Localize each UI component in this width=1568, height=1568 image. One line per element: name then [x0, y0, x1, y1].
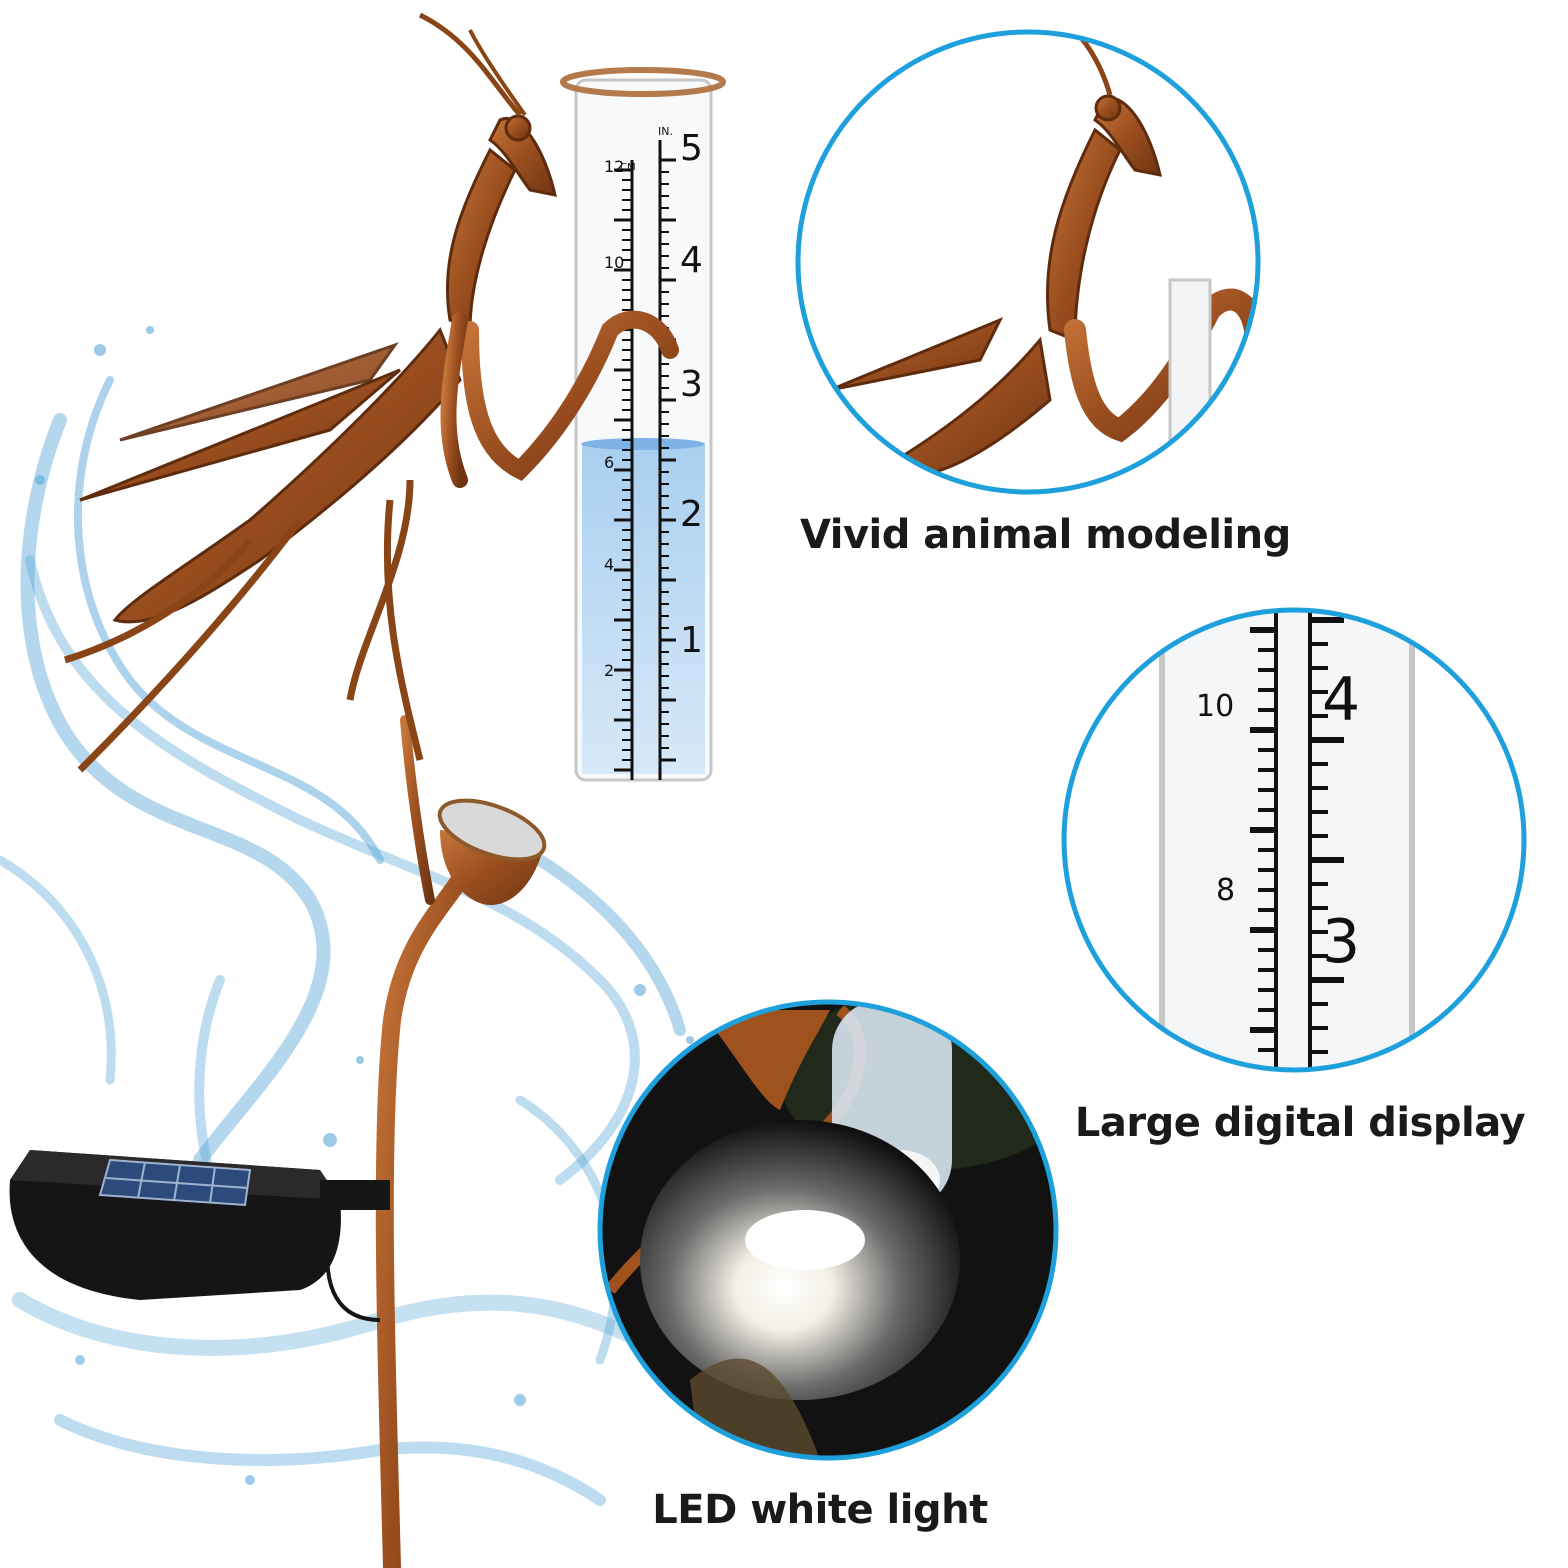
zoom-cm-label-8: 8 — [1216, 873, 1235, 908]
solar-panel — [9, 1150, 390, 1322]
cm-label-4: 4 — [604, 555, 614, 574]
caption-animal-modeling: Vivid animal modeling — [800, 512, 1291, 558]
garden-stake — [375, 851, 479, 1568]
zoom-inch-label-3: 3 — [1322, 907, 1360, 977]
cm-label-2: 2 — [604, 661, 614, 680]
caption-digital-display: Large digital display — [1074, 1100, 1526, 1146]
mantis-figure — [63, 12, 679, 773]
inch-label-3: 3 — [680, 364, 703, 405]
inch-label-2: 2 — [680, 494, 703, 535]
tube-scale-ticks — [614, 158, 676, 772]
inch-label-5: 5 — [680, 128, 703, 169]
rain-gauge-tube: IN. CM 5 4 3 2 1 12 10 6 4 2 — [560, 67, 726, 782]
inch-unit-label: IN. — [658, 125, 673, 138]
zoom-inch-label-4: 4 — [1322, 665, 1360, 735]
caption-led-light: LED white light — [652, 1487, 988, 1533]
callout-display-circle: 4 3 10 8 — [1061, 607, 1527, 1073]
zoom-scale-ticks — [1250, 617, 1344, 1070]
callout-led-circle — [597, 999, 1059, 1461]
zoom-cm-label-10: 10 — [1196, 689, 1234, 724]
inch-label-4: 4 — [680, 240, 703, 281]
cm-label-6: 6 — [604, 453, 614, 472]
cm-label-12: 12 — [604, 157, 624, 176]
led-lamp-cup — [437, 798, 547, 905]
cm-unit-label: CM — [620, 162, 636, 173]
cm-label-10: 10 — [604, 253, 624, 272]
inch-label-1: 1 — [680, 620, 703, 661]
callout-animal-circle — [795, 29, 1261, 495]
water-splash — [0, 376, 686, 1506]
